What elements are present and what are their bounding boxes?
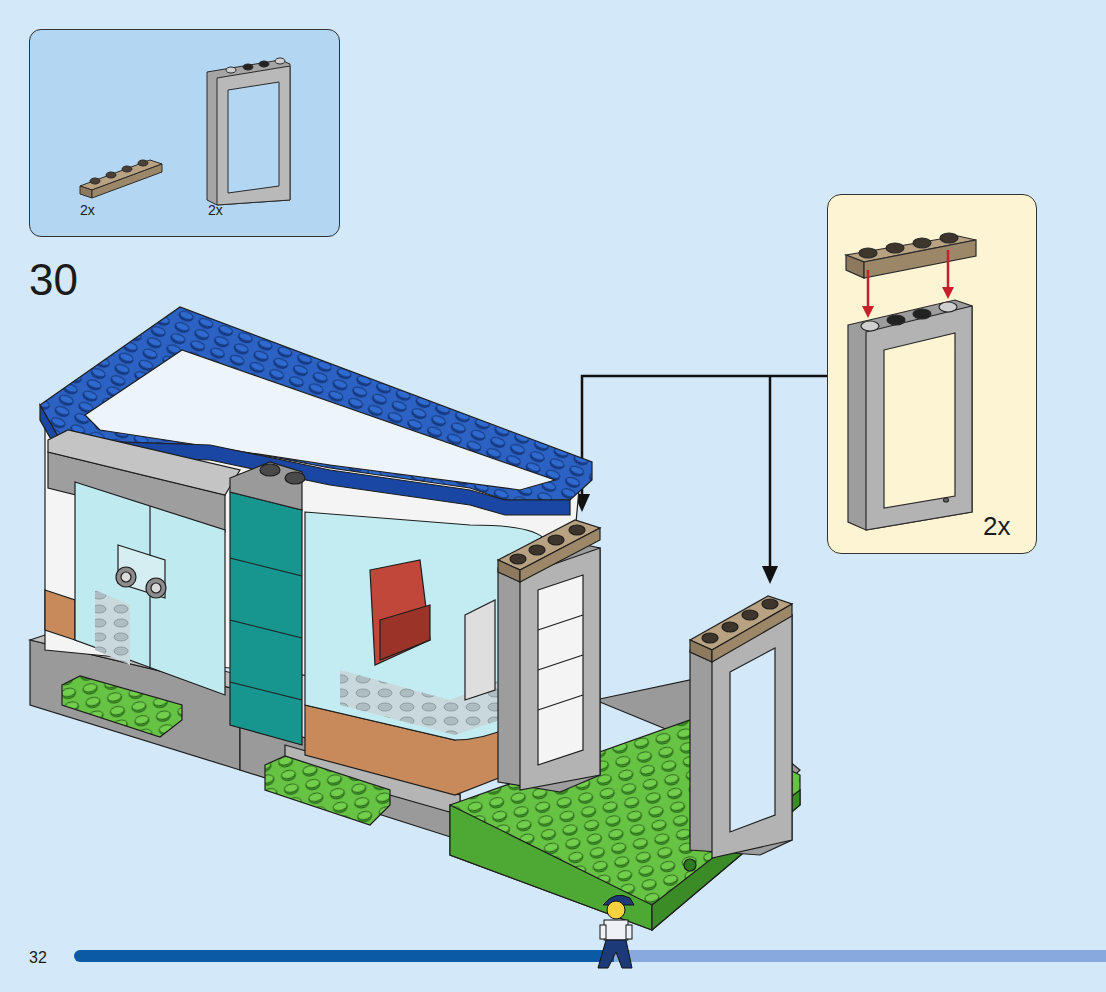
minifigure-icon — [598, 895, 634, 968]
sub-assembly-callout: 2x — [827, 194, 1037, 554]
callout-panel — [827, 194, 1037, 554]
quantity-label: 2x — [80, 203, 95, 217]
door-frame-part — [207, 58, 290, 205]
callout-leader — [574, 376, 827, 584]
quantity-label: 2x — [983, 513, 1010, 539]
callout-parts — [846, 233, 976, 530]
parts-list-panel: 2x 2x — [29, 29, 340, 237]
progress-bar — [74, 950, 1106, 962]
parts-panel — [29, 29, 340, 237]
page-number: 32 — [29, 950, 47, 966]
attach-arrows — [862, 250, 954, 318]
tan-plate-part — [80, 160, 162, 198]
step-number: 30 — [29, 258, 78, 302]
quantity-label: 2x — [208, 203, 223, 217]
building-model — [30, 307, 800, 930]
